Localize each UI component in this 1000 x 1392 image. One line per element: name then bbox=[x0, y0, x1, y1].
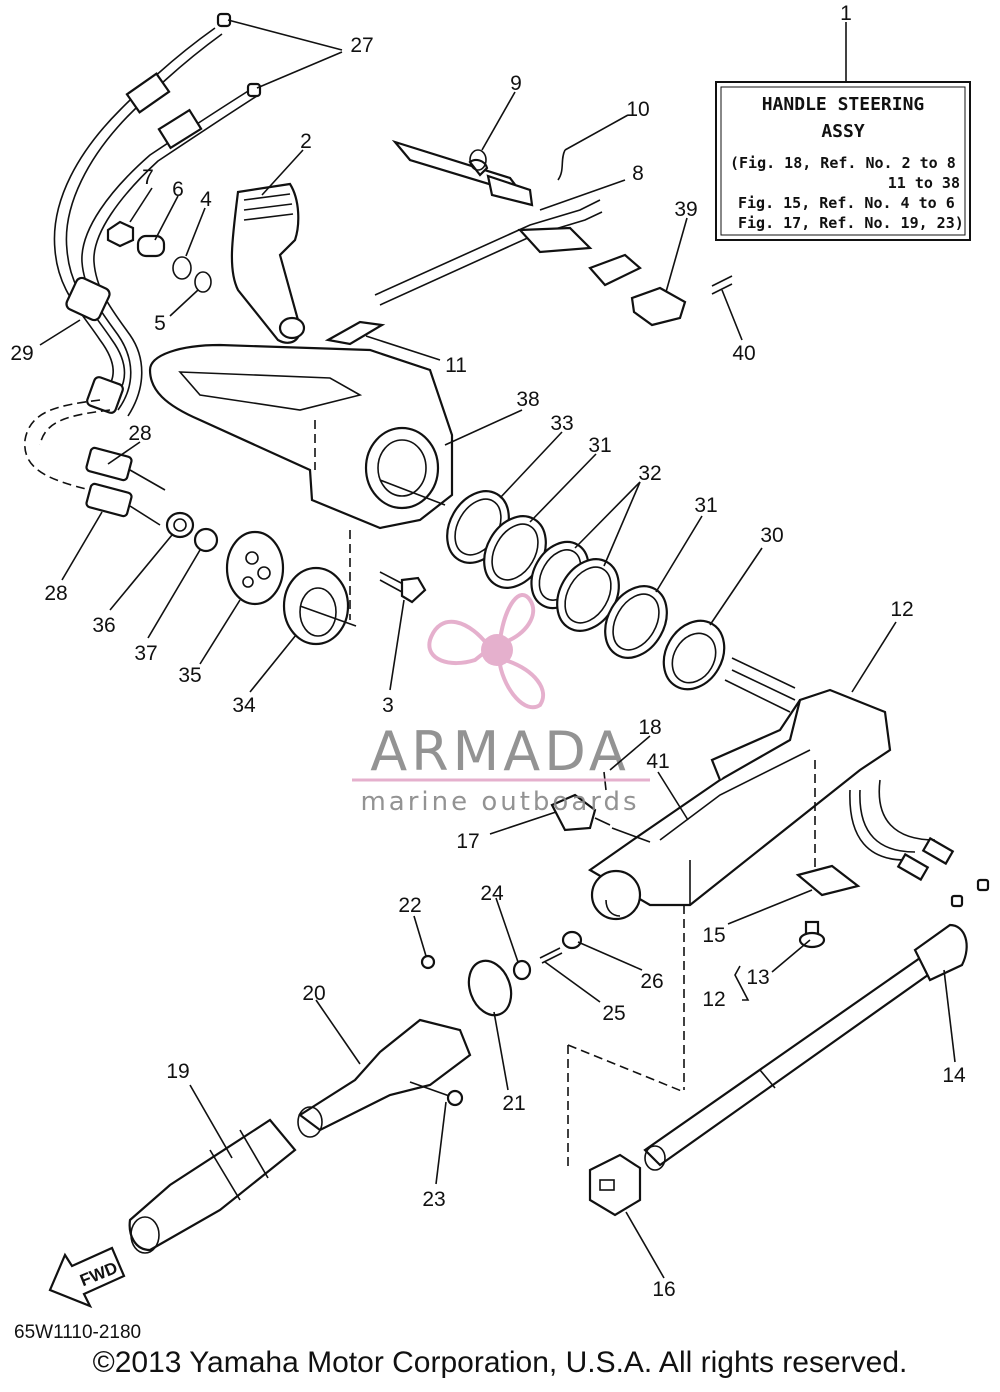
info-box: HANDLE STEERING ASSY (Fig. 18, Ref. No. … bbox=[715, 81, 971, 241]
callout-1: 1 bbox=[840, 2, 852, 25]
info-box-title-line2: ASSY bbox=[821, 121, 865, 142]
callout-41: 41 bbox=[646, 750, 669, 773]
callout-12b: 12 bbox=[702, 988, 725, 1011]
steering-bracket bbox=[148, 343, 454, 620]
callout-28a: 28 bbox=[128, 422, 151, 445]
screw-13 bbox=[798, 920, 826, 949]
callout-31b: 31 bbox=[694, 494, 717, 517]
callout-6: 6 bbox=[172, 178, 184, 201]
propeller-logo-icon bbox=[427, 593, 546, 710]
callout-12a: 12 bbox=[890, 598, 913, 621]
callout-33: 33 bbox=[550, 412, 573, 435]
shift-rod-assembly bbox=[374, 139, 642, 306]
callout-37: 37 bbox=[134, 642, 157, 665]
info-box-ref-line3: Fig. 15, Ref. No. 4 to 6 bbox=[738, 194, 955, 212]
callout-26: 26 bbox=[640, 970, 663, 993]
callout-25: 25 bbox=[602, 1002, 625, 1025]
info-box-ref-line1: (Fig. 18, Ref. No. 2 to 8 bbox=[730, 154, 956, 172]
shift-shaft bbox=[643, 923, 968, 1171]
callout-40: 40 bbox=[732, 342, 755, 365]
callout-8: 8 bbox=[632, 162, 644, 185]
info-box-ref-line4: Fig. 17, Ref. No. 19, 23) bbox=[738, 214, 964, 232]
callout-13: 13 bbox=[746, 966, 769, 989]
callout-22: 22 bbox=[398, 894, 421, 917]
callout-19: 19 bbox=[166, 1060, 189, 1083]
callout-24: 24 bbox=[480, 882, 504, 905]
watermark-tagline: marine outboards bbox=[360, 787, 639, 817]
callout-23: 23 bbox=[422, 1188, 445, 1211]
callout-18: 18 bbox=[638, 716, 661, 739]
callout-30: 30 bbox=[760, 524, 783, 547]
callout-11: 11 bbox=[445, 354, 467, 377]
throttle-grip-parts bbox=[128, 930, 583, 1254]
throttle-shift-cables bbox=[24, 27, 261, 526]
copyright-notice: ©2013 Yamaha Motor Corporation, U.S.A. A… bbox=[92, 1346, 908, 1379]
callout-5: 5 bbox=[154, 312, 166, 335]
callout-15: 15 bbox=[702, 924, 725, 947]
fwd-arrow: FWD bbox=[48, 1246, 126, 1309]
washer-stack bbox=[379, 479, 726, 691]
callout-28b: 28 bbox=[44, 582, 67, 605]
callout-39: 39 bbox=[674, 198, 697, 221]
callout-2: 2 bbox=[300, 130, 312, 153]
callout-38: 38 bbox=[516, 388, 539, 411]
callout-17: 17 bbox=[456, 830, 479, 853]
callout-31a: 31 bbox=[588, 434, 611, 457]
bracket-16 bbox=[567, 1044, 685, 1217]
drawing-code: 65W1110-2180 bbox=[14, 1322, 142, 1343]
callout-16: 16 bbox=[652, 1278, 675, 1301]
callout-27: 27 bbox=[350, 34, 373, 57]
callout-labels: 1 2 3 4 5 6 7 8 9 10 11 12 12 13 14 15 1… bbox=[10, 2, 966, 1301]
callout-3: 3 bbox=[382, 694, 394, 717]
info-box-title-line1: HANDLE STEERING bbox=[762, 94, 925, 115]
armada-watermark: ARMADA marine outboards bbox=[352, 593, 650, 817]
callout-35: 35 bbox=[178, 664, 201, 687]
callout-21: 21 bbox=[502, 1092, 525, 1115]
callout-34: 34 bbox=[232, 694, 256, 717]
callout-32: 32 bbox=[638, 462, 661, 485]
callout-14: 14 bbox=[942, 1064, 966, 1087]
steering-handle-body bbox=[587, 657, 990, 1090]
callout-36: 36 bbox=[92, 614, 115, 637]
callout-4: 4 bbox=[200, 188, 212, 211]
callout-9: 9 bbox=[510, 72, 522, 95]
friction-lever bbox=[630, 275, 733, 327]
leader-lines bbox=[39, 19, 956, 1279]
callout-7: 7 bbox=[142, 166, 154, 189]
callout-20: 20 bbox=[302, 982, 325, 1005]
adjuster-17 bbox=[550, 771, 651, 843]
callout-29: 29 bbox=[10, 342, 33, 365]
info-box-ref-line2: 11 to 38 bbox=[888, 174, 960, 192]
watermark-brand: ARMADA bbox=[370, 720, 630, 783]
handle-bracket bbox=[230, 182, 306, 344]
callout-10: 10 bbox=[626, 98, 649, 121]
bolt-3 bbox=[379, 571, 427, 604]
nut-washer-plate bbox=[165, 511, 357, 646]
